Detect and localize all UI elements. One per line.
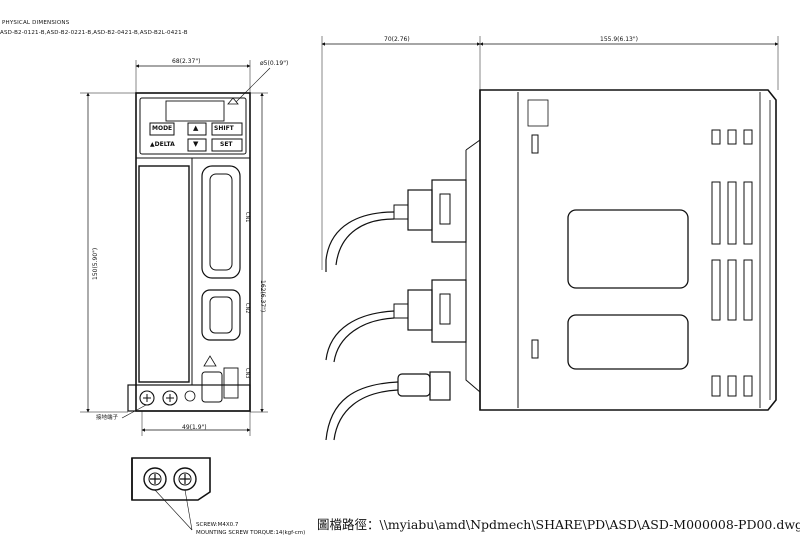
model-list: ASD-B2-0121-B,ASD-B2-0221-B,ASD-B2-0421-…	[0, 30, 188, 36]
cn3-label: CN3	[244, 368, 250, 379]
width-top-dimension: 68(2.37")	[172, 58, 201, 65]
cn1-label: CN1	[244, 212, 250, 223]
width-bottom-dimension: 49(1.9")	[182, 424, 207, 431]
hole-diameter-dimension: ø5(0.19")	[260, 60, 289, 67]
ground-terminal-label: 接地端子	[96, 415, 119, 421]
shift-button-label: SHIFT	[214, 125, 234, 132]
down-button-label: ▼	[193, 140, 199, 148]
front-view	[80, 60, 271, 436]
set-button-label: SET	[220, 141, 233, 148]
screw-spec-label: SCREW:M4X0.7	[196, 522, 239, 528]
height-inner-dimension: 150(5.90")	[92, 247, 99, 280]
height-outer-dimension: 162(6.37")	[259, 280, 266, 313]
screw-torque-label: MOUNTING SCREW TORQUE:14(kgf-cm)	[196, 530, 306, 536]
depth-left-dimension: 70(2.76)	[384, 36, 410, 43]
drawing-title: PHYSICAL DIMENSIONS	[2, 20, 70, 26]
mode-button-label: MODE	[152, 125, 173, 132]
up-button-label: ▲	[193, 124, 199, 132]
screw-detail	[131, 457, 211, 531]
file-path-caption: 圖檔路徑：\\myiabu\amd\Npdmech\SHARE\PD\ASD\A…	[317, 517, 800, 532]
brand-logo: ▲DELTA	[150, 141, 175, 148]
side-view	[321, 36, 779, 441]
cn2-label: CN2	[244, 303, 250, 314]
depth-right-dimension: 155.9(6.13")	[600, 36, 638, 43]
